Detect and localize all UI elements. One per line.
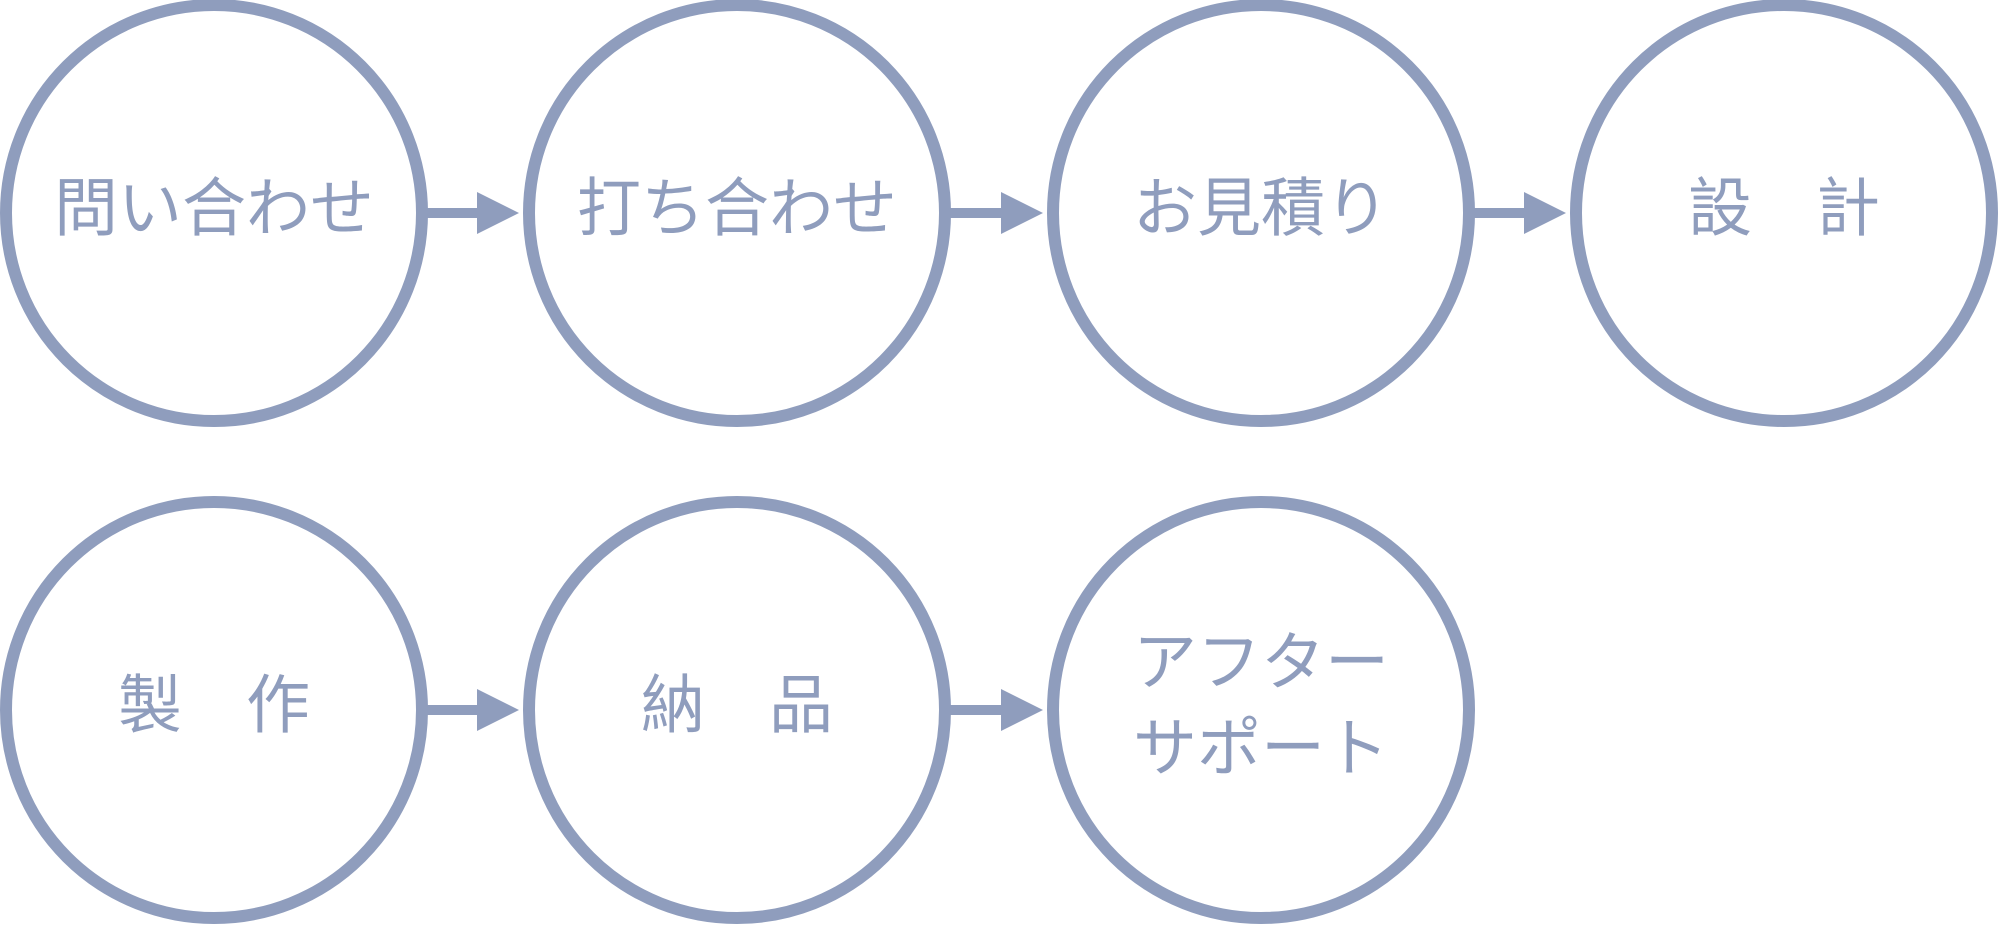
flow-arrow-head — [477, 689, 519, 731]
step-circle — [1047, 496, 1475, 924]
flow-arrow-head — [1001, 192, 1043, 234]
step-circle — [0, 0, 428, 427]
process-step: 問い合わせ — [0, 0, 428, 427]
flow-arrow — [949, 689, 1043, 731]
step-label: お見積り — [1133, 173, 1389, 247]
step-circle — [1047, 0, 1475, 427]
process-step: 設 計 — [1570, 0, 1998, 427]
step-label: 製 作 — [118, 670, 310, 744]
step-circle — [1570, 0, 1998, 427]
flow-arrow — [949, 192, 1043, 234]
step-label: サポート — [1133, 713, 1389, 787]
step-label: 設 計 — [1688, 173, 1880, 247]
flow-arrow — [1473, 192, 1566, 234]
process-step: 打ち合わせ — [523, 0, 951, 427]
flow-arrow-head — [1524, 192, 1566, 234]
process-step: 納 品 — [523, 496, 951, 924]
step-label: 納 品 — [641, 670, 833, 744]
process-step: 製 作 — [0, 496, 428, 924]
step-label: 問い合わせ — [54, 173, 374, 247]
process-step: お見積り — [1047, 0, 1475, 427]
step-label: 打ち合わせ — [577, 173, 897, 247]
step-circle — [523, 496, 951, 924]
flow-arrow-head — [477, 192, 519, 234]
flow-arrow — [426, 192, 519, 234]
step-label: アフター — [1133, 627, 1389, 701]
flow-arrow — [426, 689, 519, 731]
flow-arrow-head — [1001, 689, 1043, 731]
step-circle — [523, 0, 951, 427]
step-circle — [0, 496, 428, 924]
